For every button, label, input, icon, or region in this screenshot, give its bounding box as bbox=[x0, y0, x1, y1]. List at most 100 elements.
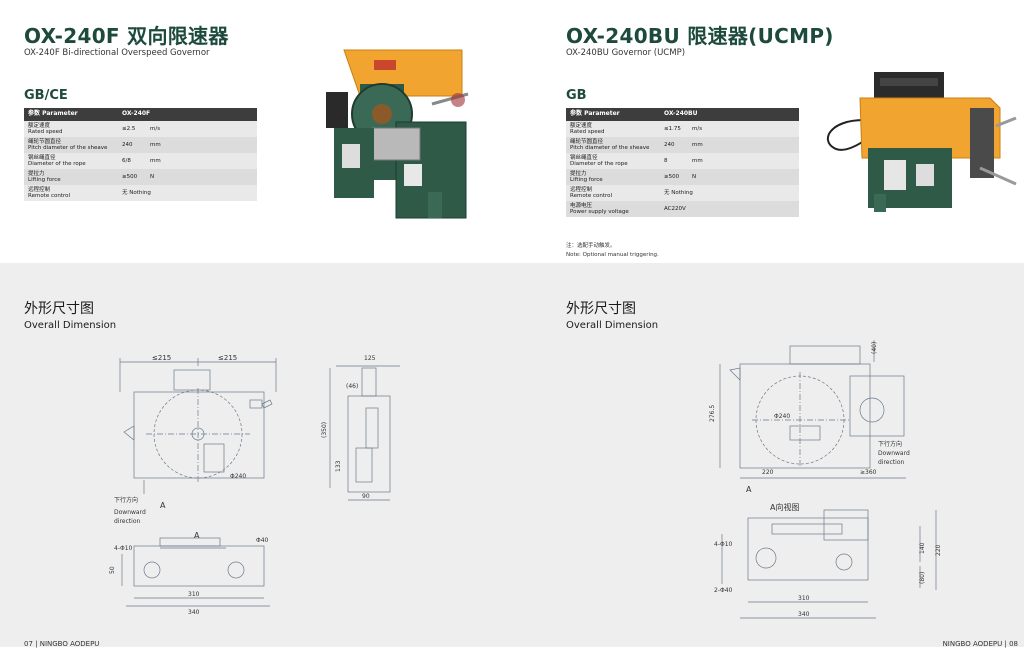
dim-220-side: 220 bbox=[935, 544, 942, 556]
dim-phi40: Φ40 bbox=[256, 537, 269, 544]
note-en: Note: Optional manual triggering. bbox=[566, 252, 659, 258]
downward-label: 下行方向 bbox=[114, 496, 138, 504]
dim-140: 140 bbox=[919, 542, 926, 554]
ox-240bu-dimension-drawing: 276.5 Φ240 220 ≥360 (40) 下行方向 Downward d… bbox=[709, 340, 942, 619]
view-a-label: A bbox=[194, 531, 200, 540]
param-value: 240 bbox=[118, 137, 146, 153]
ox-240f-product-photo bbox=[326, 49, 469, 219]
dim-2phi40: 2-Φ40 bbox=[714, 587, 733, 594]
model-header: OX-240BU bbox=[660, 108, 799, 121]
dim-220-top: 220 bbox=[762, 469, 774, 476]
dim-w2: ≤215 bbox=[218, 354, 237, 362]
dim-side-46: (46) bbox=[346, 383, 358, 390]
downward-en1-right: Downward bbox=[878, 450, 910, 457]
param-value: ≤1.75 bbox=[660, 121, 688, 137]
param-cn: 远程控制 bbox=[570, 186, 593, 193]
param-en: Lifting force bbox=[28, 177, 61, 183]
param-value: 240 bbox=[660, 137, 688, 153]
param-cn: 额定速度 bbox=[28, 122, 51, 129]
param-en: Remote control bbox=[28, 193, 71, 199]
ox-240bu-product-photo bbox=[827, 72, 1017, 212]
right-standard: GB bbox=[566, 88, 587, 103]
downward-en1: Downward bbox=[114, 509, 146, 516]
downward-en2: direction bbox=[114, 518, 140, 525]
param-en: Diameter of the rope bbox=[570, 161, 628, 167]
dim-d240-right: Φ240 bbox=[774, 413, 790, 420]
param-value: AC220V bbox=[660, 201, 799, 217]
left-standard: GB/CE bbox=[24, 88, 68, 103]
dim-40: (40) bbox=[871, 342, 878, 354]
param-en: Rated speed bbox=[570, 129, 605, 135]
dim-side-350: (350) bbox=[321, 422, 328, 438]
param-value: 6/8 bbox=[118, 153, 146, 169]
view-a-title: A向视图 bbox=[770, 502, 799, 512]
left-footer: 07 | NINGBO AODEPU bbox=[24, 640, 100, 648]
dim-310: 310 bbox=[188, 591, 200, 598]
param-unit: N bbox=[688, 169, 799, 185]
param-en: Pitch diameter of the sheave bbox=[570, 145, 650, 151]
right-footer: NINGBO AODEPU | 08 bbox=[942, 640, 1018, 648]
param-en: Remote control bbox=[570, 193, 613, 199]
param-cn: 钢丝绳直径 bbox=[570, 154, 598, 161]
dim-side-133: 133 bbox=[335, 460, 342, 472]
param-value: 无 Nothing bbox=[118, 185, 257, 201]
dim-310-right: 310 bbox=[798, 595, 810, 602]
param-value: 8 bbox=[660, 153, 688, 169]
model-header: OX-240F bbox=[118, 108, 257, 121]
left-section-subtitle: Overall Dimension bbox=[24, 320, 117, 331]
arrow-a-label: A bbox=[160, 501, 166, 510]
param-en: Lifting force bbox=[570, 177, 603, 183]
param-cn: 额定速度 bbox=[570, 122, 593, 129]
param-value: ≥500 bbox=[118, 169, 146, 185]
param-value: ≤2.5 bbox=[118, 121, 146, 137]
param-en: Rated speed bbox=[28, 129, 63, 135]
dim-side-90: 90 bbox=[362, 493, 370, 500]
ox-240f-dimension-drawing: ≤215 ≤215 Φ240 下行方向 Downward direction A… bbox=[109, 354, 400, 616]
param-header: 参数 Parameter bbox=[24, 108, 118, 121]
param-en: Pitch diameter of the sheave bbox=[28, 145, 108, 151]
left-title: OX-240F 双向限速器 bbox=[24, 24, 229, 48]
right-title: OX-240BU 限速器(UCMP) bbox=[566, 24, 834, 48]
dim-340: 340 bbox=[188, 609, 200, 616]
param-cn: 绳轮节圆直径 bbox=[28, 138, 62, 145]
param-value: 无 Nothing bbox=[660, 185, 799, 201]
dim-276: 276.5 bbox=[709, 405, 716, 422]
param-cn: 绳轮节圆直径 bbox=[570, 138, 604, 145]
dim-360: ≥360 bbox=[860, 469, 877, 476]
param-unit: mm bbox=[146, 137, 257, 153]
dim-80: (80) bbox=[919, 572, 926, 584]
dim-w1: ≤215 bbox=[152, 354, 171, 362]
param-unit: m/s bbox=[146, 121, 257, 137]
dim-4phi10: 4-Φ10 bbox=[114, 545, 133, 552]
bottom-band bbox=[0, 263, 1024, 647]
left-subtitle: OX-240F Bi-directional Overspeed Governo… bbox=[24, 48, 210, 58]
param-value: ≥500 bbox=[660, 169, 688, 185]
param-unit: N bbox=[146, 169, 257, 185]
left-section-title: 外形尺寸图 bbox=[24, 301, 94, 317]
param-cn: 提拉力 bbox=[570, 170, 587, 177]
dim-4phi10-right: 4-Φ10 bbox=[714, 541, 733, 548]
param-header: 参数 Parameter bbox=[566, 108, 660, 121]
downward-en2-right: direction bbox=[878, 459, 904, 466]
dim-side-top: 125 bbox=[364, 355, 376, 362]
param-unit: mm bbox=[146, 153, 257, 169]
table-header-row: 参数 Parameter OX-240BU bbox=[566, 108, 799, 121]
dim-340-right: 340 bbox=[798, 611, 810, 618]
note-block: 注：选配手动触发。 Note: Optional manual triggeri… bbox=[566, 242, 659, 260]
right-section-subtitle: Overall Dimension bbox=[566, 320, 659, 331]
param-cn: 提拉力 bbox=[28, 170, 45, 177]
param-en: Diameter of the rope bbox=[28, 161, 86, 167]
param-cn: 电源电压 bbox=[570, 202, 593, 209]
